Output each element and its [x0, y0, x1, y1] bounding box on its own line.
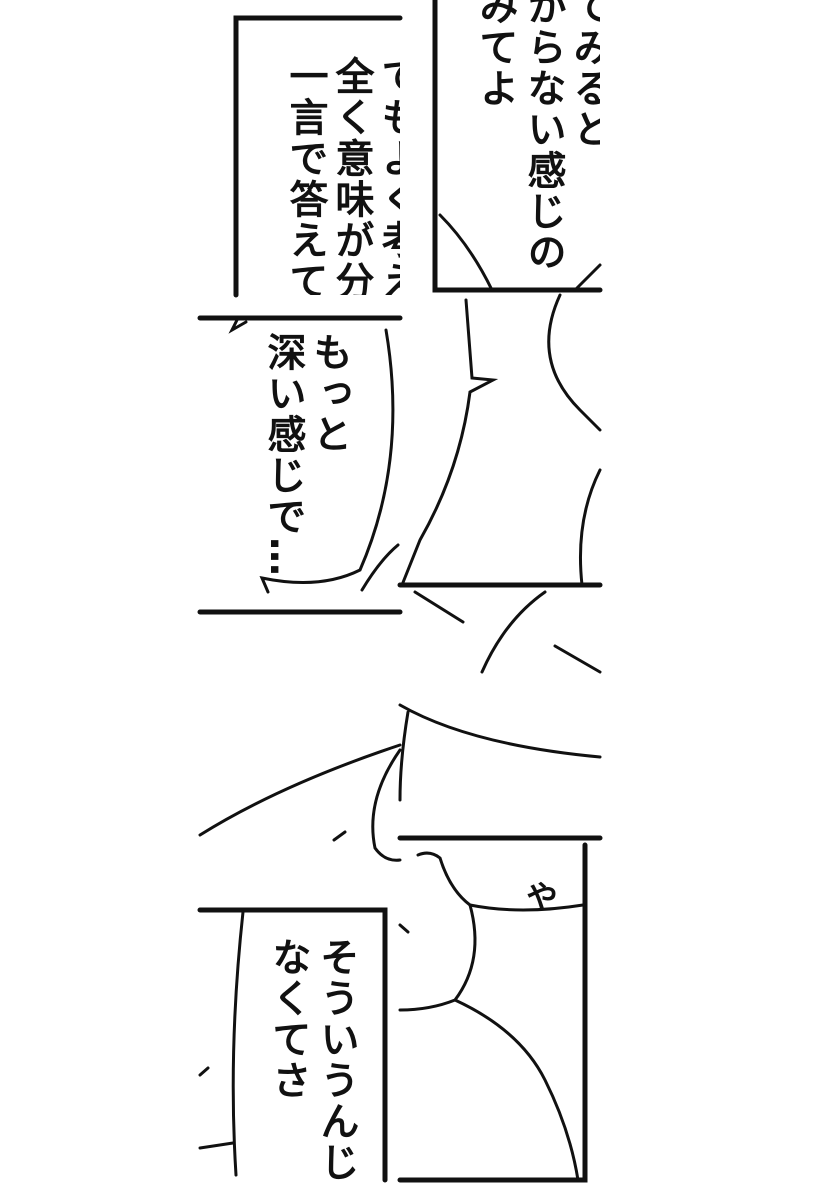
speech-box-top-right — [432, 0, 603, 293]
speech-bottom-left: そういうんじ なくてさ — [245, 915, 383, 1180]
speech-top-left: てもよく考えて 全く意味が分か 一言で答えてみ — [230, 20, 400, 295]
bubble-curve-top-right — [438, 213, 494, 292]
speech-box-top-left — [233, 15, 403, 298]
face-outline — [400, 298, 499, 587]
speech-line: 深い感じで… — [261, 332, 306, 578]
speech-line: みてよ — [473, 0, 518, 109]
speech-middle-left: もっと 深い感じで… — [200, 322, 400, 590]
speech-line: てみると — [567, 0, 600, 150]
panel-frame-bottom-right — [397, 835, 603, 1183]
speech-line: からない感じの — [521, 0, 566, 273]
speech-line: 全く意味が分か — [329, 56, 374, 295]
bubble-curve-bottom-left — [231, 910, 245, 1177]
speech-line: 一言で答えてみ — [283, 56, 328, 295]
speech-top-right: てみると からない感じの みてよ — [440, 0, 600, 285]
speech-line: もっと — [307, 332, 352, 455]
speech-line: そういうんじ — [314, 937, 359, 1180]
speech-line: なくてさ — [266, 937, 311, 1101]
speech-line: てもよく考えて — [375, 56, 400, 295]
speech-box-bottom-left — [197, 907, 388, 1183]
speech-bottom-right: や — [521, 880, 559, 914]
bubble-curve-middle-left — [259, 328, 395, 594]
